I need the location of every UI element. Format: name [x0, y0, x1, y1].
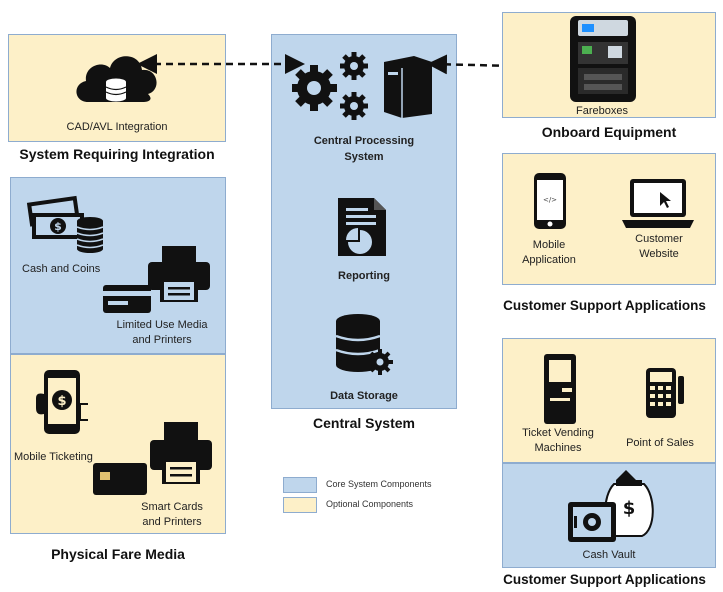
- cash-coins-icon: $: [26, 193, 106, 255]
- pos-terminal-icon: [640, 366, 688, 420]
- report-document-icon: [334, 196, 390, 258]
- fareboxes-label: Fareboxes: [576, 105, 628, 117]
- customer-apps-caption: Customer Support Applications: [503, 298, 706, 313]
- svg-text:</>: </>: [543, 196, 557, 204]
- mobile-ticketing-icon: $: [34, 368, 90, 438]
- ticket-vending-machine-icon: [542, 352, 578, 426]
- mobile-application-label: Mobile Application: [522, 239, 576, 266]
- central-system-caption: Central System: [313, 415, 415, 431]
- point-of-sales-label: Point of Sales: [626, 437, 694, 449]
- limited-use-media-label: Limited Use Media and Printers: [116, 319, 208, 346]
- smart-cards-label: Smart Cards and Printers: [141, 501, 203, 528]
- customer-website-label: Customer Website: [635, 233, 683, 260]
- legend-optional-swatch: [283, 497, 317, 513]
- reporting-label: Reporting: [338, 270, 390, 282]
- smart-card-icon: [92, 462, 148, 496]
- physical-media-caption: Physical Fare Media: [51, 546, 185, 562]
- legend-core-swatch: [283, 477, 317, 493]
- printer-icon: [148, 420, 214, 486]
- customer-support-caption: Customer Support Applications: [503, 572, 706, 587]
- central-processing-label: Central Processing System: [313, 135, 415, 163]
- cash-vault-label: Cash Vault: [582, 549, 636, 561]
- svg-text:$: $: [57, 394, 66, 409]
- gears-server-icon: [292, 48, 440, 122]
- svg-text:$: $: [54, 220, 62, 233]
- integration-caption: System Requiring Integration: [19, 146, 215, 162]
- data-storage-label: Data Storage: [330, 390, 398, 402]
- legend-optional-label: Optional Components: [326, 499, 414, 509]
- database-gear-icon: [332, 312, 396, 378]
- printer-icon: [146, 244, 212, 304]
- cash-vault-icon: $: [566, 466, 658, 548]
- cloud-database-icon: [68, 44, 164, 110]
- cad-avl-label: CAD/AVL Integration: [66, 121, 168, 133]
- mobile-ticketing-label: Mobile Ticketing: [14, 451, 93, 463]
- legend-core-label: Core System Components: [326, 479, 432, 489]
- mobile-phone-icon: </>: [533, 172, 567, 230]
- laptop-icon: [622, 178, 694, 230]
- farebox-icon: [568, 14, 638, 104]
- onboard-caption: Onboard Equipment: [541, 124, 677, 140]
- cash-coins-label: Cash and Coins: [22, 263, 101, 275]
- ticket-vending-label: Ticket Vending Machines: [522, 427, 594, 454]
- limited-use-card-icon: [102, 284, 152, 314]
- svg-text:$: $: [623, 498, 636, 519]
